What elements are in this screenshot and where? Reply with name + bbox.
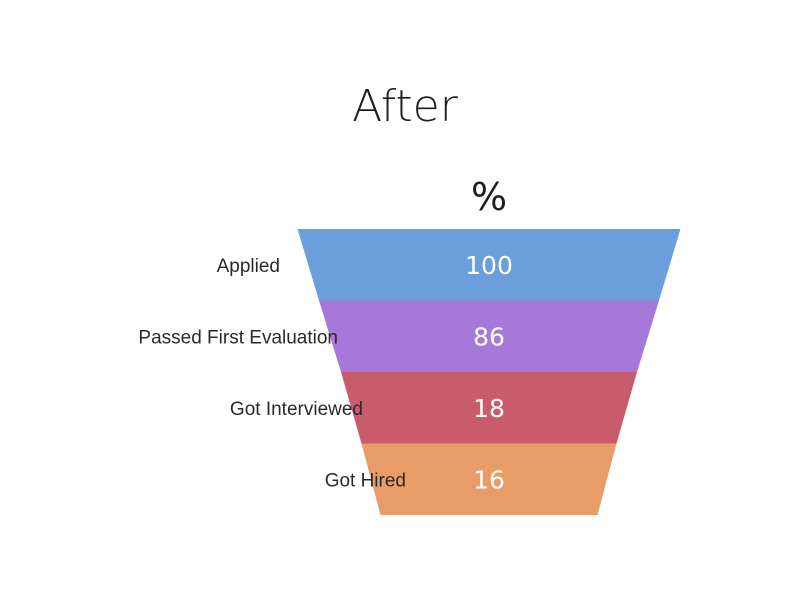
- funnel-stage-label: Got Hired: [325, 470, 406, 491]
- funnel-stage-label: Passed First Evaluation: [138, 327, 338, 348]
- funnel-stage-label: Applied: [217, 256, 280, 277]
- chart-title: After: [352, 81, 459, 132]
- unit-label: %: [471, 175, 507, 219]
- funnel-stage-3: [341, 372, 637, 444]
- funnel-stage-label: Got Interviewed: [230, 399, 363, 420]
- funnel-value-label: 100: [465, 251, 513, 280]
- funnel-value-label: 18: [473, 394, 505, 423]
- funnel-value-label: 86: [473, 322, 505, 351]
- funnel-stage-4: [361, 443, 617, 515]
- funnel-stage-1: [297, 229, 681, 301]
- funnel-stage-2: [319, 300, 659, 372]
- funnel-value-label: 16: [473, 465, 505, 494]
